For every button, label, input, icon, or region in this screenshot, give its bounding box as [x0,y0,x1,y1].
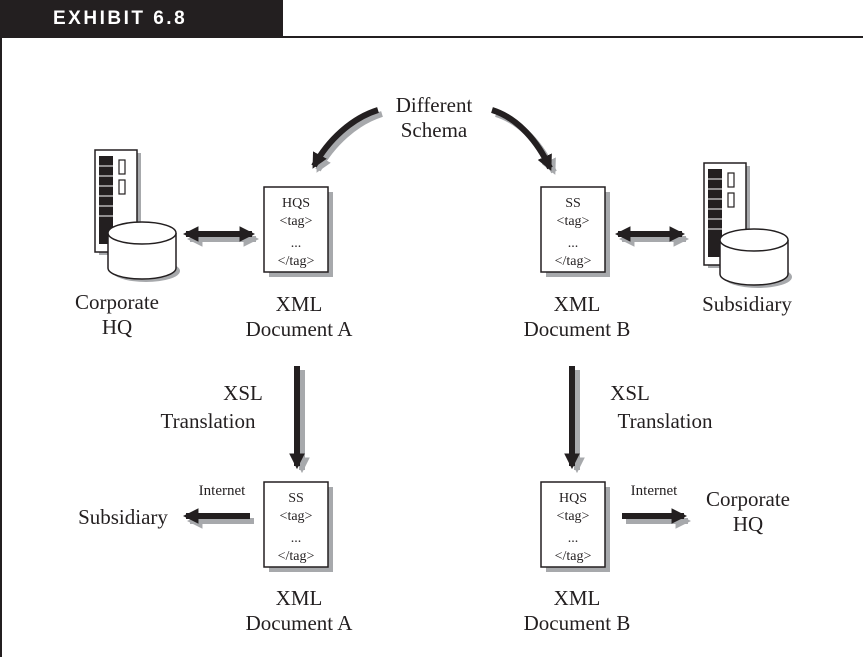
doc-b-bottom-line: </tag> [555,549,592,564]
schema-arrow-left [311,107,383,173]
internet-left-arrow [182,508,254,529]
doc-b-top-line: SS [565,196,581,211]
doc-a-bottom-line: <tag> [280,509,313,524]
hq-doc-a-arrow [182,226,260,247]
schema-label-line2: Schema [401,118,468,142]
document-icon [540,186,610,277]
document-icon [540,481,610,572]
xsl-left-line1: XSL [223,381,263,405]
doc-a-top-line: ... [291,236,302,251]
xsl-left-line2: Translation [161,409,256,433]
corporate-hq-bottom-line1: Corporate [706,487,790,511]
doc-a-top-line: </tag> [278,254,315,269]
doc-a-bottom-caption2: Document A [246,611,354,635]
subsidiary-bottom-label: Subsidiary [78,505,168,529]
doc-a-top-line: <tag> [280,214,313,229]
corporate-hq-line1: Corporate [75,290,159,314]
document-icon [263,186,333,277]
doc-b-top-line: </tag> [555,254,592,269]
xsl-right-line2: Translation [618,409,713,433]
internet-right-label: Internet [631,483,678,499]
doc-a-bottom-caption1: XML [276,586,323,610]
doc-b-bottom-caption1: XML [554,586,601,610]
frame-top-rule [0,36,863,38]
internet-left-label: Internet [199,483,246,499]
xsl-right-line1: XSL [610,381,650,405]
subsidiary-top-label: Subsidiary [702,292,792,316]
doc-b-bottom-line: ... [568,531,579,546]
server-database-icon [703,162,792,288]
xsl-left-arrow [289,366,310,474]
doc-b-top-caption1: XML [554,292,601,316]
doc-a-bottom-line: SS [288,491,304,506]
doc-b-top-caption2: Document B [524,317,631,341]
internet-right-arrow [622,508,692,529]
doc-a-bottom-line: </tag> [278,549,315,564]
doc-b-bottom-caption2: Document B [524,611,631,635]
schema-arrow-right [491,107,557,175]
frame-left-rule [0,36,2,657]
corporate-hq-bottom-line2: HQ [733,512,763,536]
doc-a-top-caption1: XML [276,292,323,316]
corporate-hq-line2: HQ [102,315,132,339]
doc-b-bottom-line: <tag> [557,509,590,524]
doc-a-bottom-line: ... [291,531,302,546]
exhibit-label: EXHIBIT 6.8 [53,8,188,29]
document-icon [263,481,333,572]
doc-b-subsidiary-arrow [614,226,690,247]
doc-a-top-caption2: Document A [246,317,354,341]
schema-label-line1: Different [396,93,473,117]
doc-a-top-line: HQS [282,196,310,211]
server-database-icon [94,149,180,282]
doc-b-top-line: <tag> [557,214,590,229]
doc-b-bottom-line: HQS [559,491,587,506]
exhibit-tab: EXHIBIT 6.8 [0,0,283,38]
doc-b-top-line: ... [568,236,579,251]
xsl-right-arrow [564,366,585,474]
